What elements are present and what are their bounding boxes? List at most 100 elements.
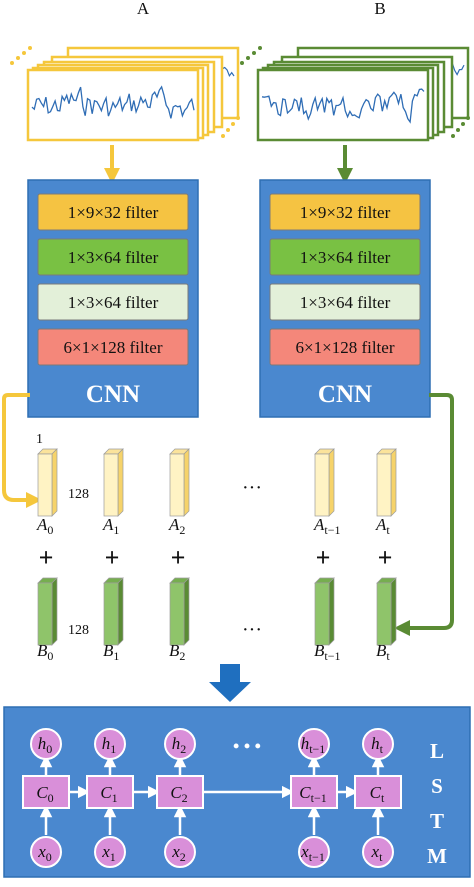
feature-a-bar-side [390,448,397,517]
feature-a-label: A2 [168,515,185,537]
lstm-input-label: xt [371,842,384,864]
filter-box [37,193,189,231]
feature-b-bar [37,582,53,646]
lstm-hidden-node [30,728,62,760]
plus-sign: + [316,543,331,572]
feature-a-label: A0 [36,515,53,537]
filter-label: 1×3×64 filter [68,248,159,267]
feature-b-label: Bt [376,641,390,663]
lstm-input-label: x0 [37,842,52,864]
cnn-a-to-features-arrow [2,393,42,508]
feature-a-bar [376,453,392,517]
filter-box [269,193,421,231]
filter-box [37,328,189,366]
feature-b-label: B0 [37,641,53,663]
feature-b-bar-side [390,577,397,646]
feature-b-bar-side [328,577,335,646]
filter-box [269,283,421,321]
feature-a-bar [314,453,330,517]
feature-b-bar-side [183,577,190,646]
filter-box [37,238,189,276]
filter-label: 6×1×128 filter [64,338,163,357]
lstm-hidden-label: h1 [102,734,117,756]
lstm-hidden-label: h0 [38,734,53,756]
lstm-hidden-label: ht [371,734,384,756]
lstm-cell [156,775,204,809]
signal-a-dot [236,116,240,120]
feature-b-bar-side [51,577,58,646]
filter-box [37,283,189,321]
feature-a-bar [37,453,53,517]
signal-a-dot [22,51,26,55]
plus-sign: + [378,543,393,572]
lstm-input-node [298,836,330,868]
filter-box [269,238,421,276]
feature-b-bar [103,582,119,646]
lstm-input-label: x1 [101,842,116,864]
signal-b-label: B [374,0,385,18]
lstm-input-node [164,836,196,868]
filter-box [269,328,421,366]
cnn-block-b: 1×9×32 filter 1×3×64 filter 1×3×64 filter 6… [259,179,431,418]
feature-a-bar-side [117,448,124,517]
signal-a-dot [226,128,230,132]
signal-a-dot [16,56,20,60]
lstm-cell-label: Ct−1 [299,783,326,805]
signal-a-stack [10,46,240,142]
feature-a-label: At [375,515,390,537]
feature-b-ellipsis: ··· [242,619,262,641]
lstm-title-letter: T [430,809,444,833]
signal-a-dot [10,61,14,65]
feature-b-label: B2 [169,641,185,663]
signal-b-dot [258,46,262,50]
signal-b-dot [456,128,460,132]
lstm-hidden-node [94,728,126,760]
lstm-ellipsis: • • • [233,736,261,756]
feature-b-bar [314,582,330,646]
lstm-cell [290,775,338,809]
plus-sign: + [105,543,120,572]
feature-a-bar-side [183,448,190,517]
filter-label: 6×1×128 filter [296,338,395,357]
filter-label: 1×9×32 filter [300,203,391,222]
feature-b-bar [376,582,392,646]
feature-a-ellipsis: ··· [242,477,262,499]
lstm-title-letter: M [427,844,447,868]
cnn-label: CNN [318,381,372,408]
lstm-title-letter: S [431,774,443,798]
signal-b-dot [240,61,244,65]
cnn-label: CNN [86,381,140,408]
feature-a-label: A1 [102,515,119,537]
signal-b-stack [240,46,470,142]
filter-label: 1×3×64 filter [300,248,391,267]
signal-b-dot [246,56,250,60]
lstm-cell [22,775,70,809]
filter-label: 1×3×64 filter [300,293,391,312]
feature-a-bar [103,453,119,517]
feature-b-label: Bt−1 [314,641,341,663]
signal-a-waveform-front [31,85,195,119]
lstm-cell-label: C0 [36,783,53,805]
feature-b-depth-label: 128 [68,623,89,638]
feature-b-bar-side [117,577,124,646]
lstm-hidden-label: ht−1 [301,734,326,756]
lstm-input-node [362,836,394,868]
feature-width-label: 1 [36,432,43,447]
lstm-hidden-node [362,728,394,760]
plus-sign: + [39,543,54,572]
lstm-title-letter: L [430,739,444,763]
lstm-cell-label: C1 [100,783,117,805]
filter-label: 1×9×32 filter [68,203,159,222]
lstm-hidden-node [164,728,196,760]
feature-b-row: B0 B1 B2 Bt−1 Bt 128 ··· [37,577,397,663]
down-to-lstm-arrow [209,664,251,702]
lstm-hidden-label: h2 [172,734,187,756]
cnn-blocks: 1×9×32 filter 1×3×64 filter 1×3×64 filter 6… [27,179,431,418]
signal-b-dot [252,51,256,55]
feature-b-label: B1 [103,641,119,663]
feature-a-depth-label: 128 [68,487,89,502]
